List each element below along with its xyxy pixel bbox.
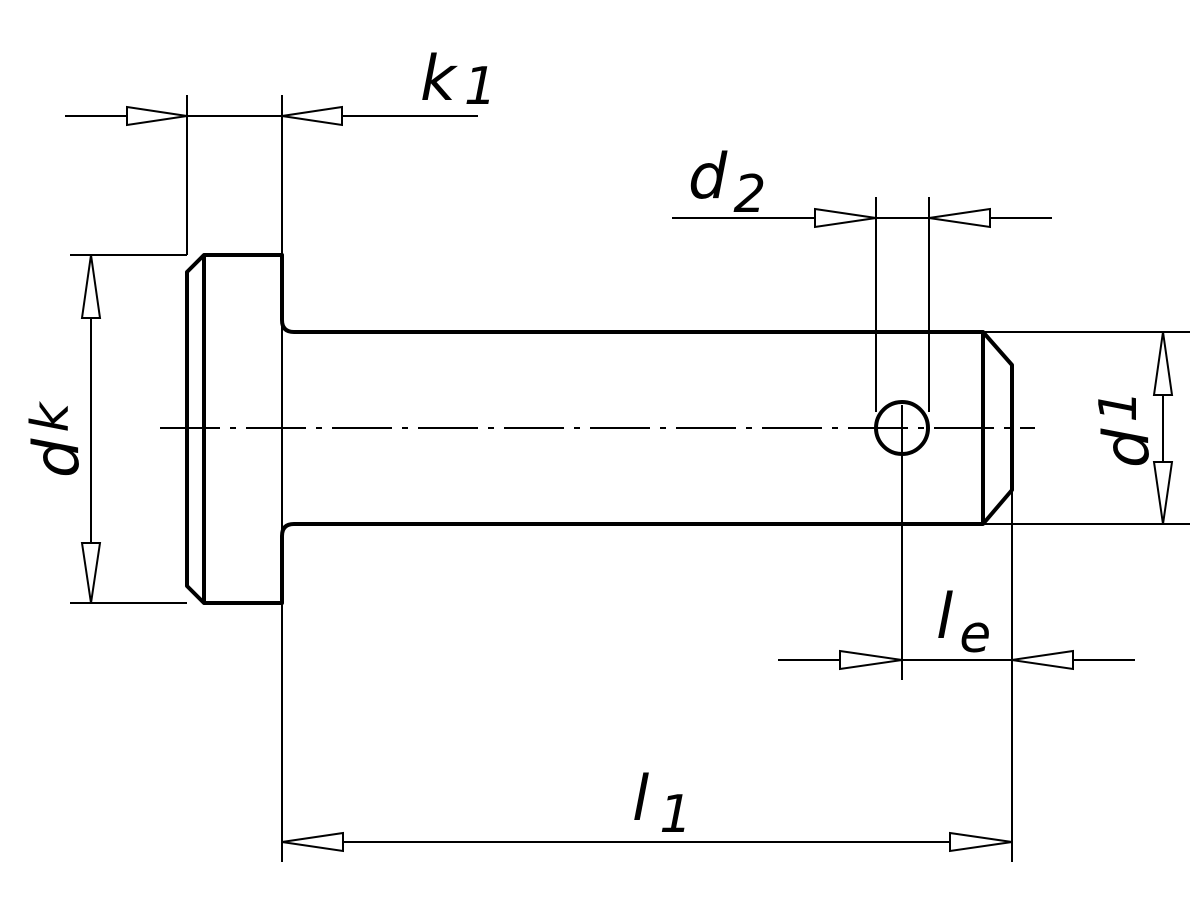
dimension-dk: dk	[20, 254, 102, 604]
arrow-right-icon	[949, 831, 1013, 853]
arrow-left-icon	[281, 831, 344, 853]
arrow-down-icon	[1152, 461, 1174, 525]
dimension-d1: d1	[1089, 331, 1174, 525]
arrow-left-icon	[928, 207, 991, 229]
label-dk: dk	[20, 401, 93, 478]
extension-lines	[70, 95, 1190, 862]
arrow-up-icon	[1152, 331, 1174, 396]
arrow-up-icon	[80, 254, 102, 319]
arrow-right-icon	[839, 649, 903, 671]
arrow-down-icon	[80, 542, 102, 604]
arrow-right-icon	[126, 105, 188, 127]
label-d1: d1	[1089, 390, 1163, 468]
arrow-left-icon	[281, 105, 343, 127]
arrow-right-icon	[814, 207, 877, 229]
pin-outline	[160, 253, 1035, 605]
arrow-left-icon	[1011, 649, 1074, 671]
